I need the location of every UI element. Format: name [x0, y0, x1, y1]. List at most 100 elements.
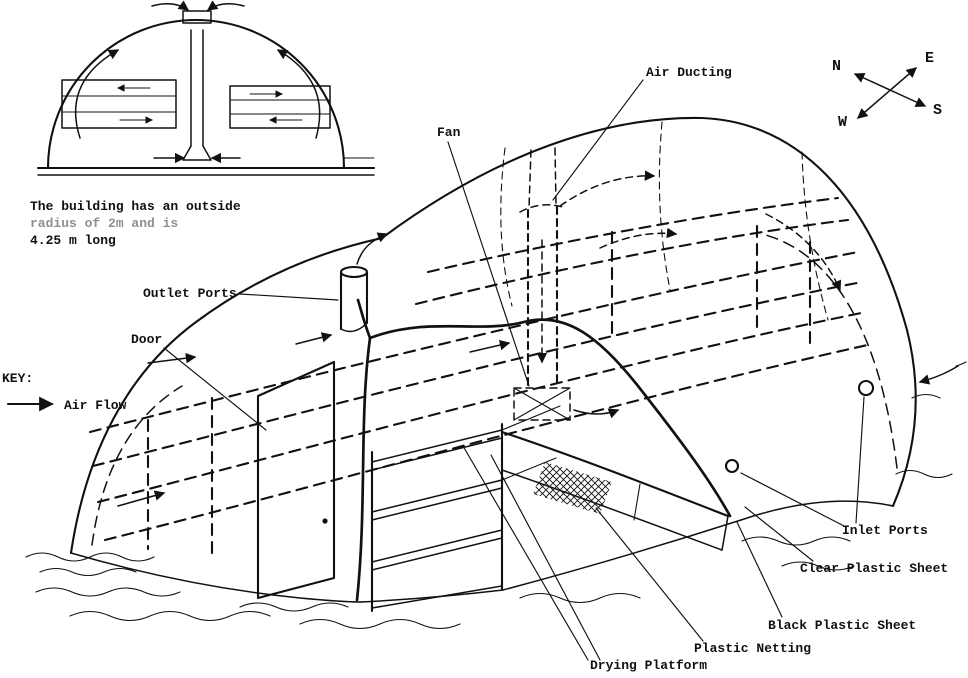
airflow-arrow — [295, 332, 333, 345]
label-inlet-ports: Inlet Ports — [842, 523, 928, 538]
drying-platform-rack — [370, 405, 561, 613]
air-duct-upper-dashed — [528, 147, 557, 209]
plastic-netting-patch — [533, 462, 612, 514]
ground-texture — [25, 393, 953, 630]
airflow-curved-arrow — [599, 227, 678, 249]
roof-rib-dashed — [500, 147, 513, 307]
leader-fan — [447, 141, 530, 387]
building-isometric-view — [69, 116, 967, 613]
airflow-key: KEY: Air Flow — [2, 371, 127, 413]
platform-dashed-line — [103, 342, 874, 542]
label-leaders — [163, 79, 865, 661]
label-plastic-netting: Plastic Netting — [694, 641, 811, 656]
caption-line-1: The building has an outside — [30, 199, 241, 214]
upper-platform-dashed-line — [426, 196, 840, 274]
leader-outlet-ports — [239, 293, 339, 301]
airflow-fan-exit-arrow — [573, 408, 620, 419]
inset-central-duct — [190, 29, 204, 147]
clear-plastic-sheet-edge-up — [356, 298, 372, 340]
slope-top-edge — [500, 430, 730, 518]
clear-plastic-sheet-edge-left — [355, 336, 372, 602]
compass-n: N — [832, 58, 841, 75]
ground-squiggle — [895, 469, 953, 479]
slope-bottom-edge — [501, 469, 723, 551]
ground-squiggle — [69, 610, 271, 622]
label-door: Door — [131, 332, 162, 347]
key-label: KEY: — [2, 371, 33, 386]
rack-base — [371, 585, 503, 609]
ground-squiggle — [519, 592, 641, 604]
airflow-arrow — [147, 352, 197, 364]
air-duct-dashed-walls — [526, 205, 559, 388]
roof-rib-dashed — [658, 121, 671, 291]
leader-air-ducting — [552, 79, 644, 201]
compass-w: W — [838, 114, 847, 131]
inlet-port-right — [857, 379, 875, 397]
rack-shelf-top — [371, 429, 503, 471]
upper-platform-dashed-line — [414, 218, 850, 306]
label-outlet-ports: Outlet Ports — [143, 286, 237, 301]
leader-inlet-port-right — [855, 396, 865, 524]
leader-drying-platform-1 — [462, 445, 589, 661]
label-drying-platform: Drying Platform — [590, 658, 707, 673]
compass-e: E — [925, 50, 934, 67]
callout-labels: Air Ducting Fan Outlet Ports Door Inlet … — [131, 65, 948, 673]
rack-depth-lines — [501, 405, 561, 481]
label-fan: Fan — [437, 125, 461, 140]
compass-ew-axis — [857, 67, 917, 119]
building-front-base-left — [70, 552, 362, 603]
cross-section-inset — [36, 0, 376, 176]
clear-plastic-sheet-edge-top — [368, 318, 732, 518]
inset-duct-funnel — [182, 145, 212, 161]
roof-rib-dashed — [801, 151, 829, 321]
ground-squiggle — [911, 393, 941, 399]
rack-shelf-middle — [371, 479, 503, 521]
leader-plastic-netting — [595, 507, 704, 642]
outlet-port-base — [340, 322, 368, 333]
leader-black-plastic — [736, 521, 783, 618]
building-near-arch — [69, 236, 384, 555]
airflow-inlet-arrow — [918, 365, 959, 385]
inset-right-platform-trays — [229, 99, 331, 115]
air-duct-cap — [519, 204, 567, 213]
platform-dashed-line — [88, 250, 860, 434]
compass-s: S — [933, 102, 942, 119]
door-panel — [256, 360, 336, 600]
near-interior-dashed-arch — [91, 385, 183, 546]
compass-rose: N E S W — [832, 50, 942, 131]
air-duct-assembly — [513, 147, 620, 421]
airflow-apex-arrow — [151, 0, 190, 11]
building-front-base-mid — [360, 589, 504, 603]
airflow-curved-arrow — [765, 213, 842, 292]
ground-squiggle — [25, 552, 155, 562]
inset-dome-arch — [46, 18, 346, 170]
ground-squiggle — [35, 587, 181, 597]
label-black-plastic-sheet: Black Plastic Sheet — [768, 618, 916, 633]
inset-roof-fan — [182, 10, 212, 24]
label-air-ducting: Air Ducting — [646, 65, 732, 80]
airflow-apex-arrow — [206, 0, 245, 11]
outlet-port-top — [339, 265, 369, 279]
caption-line-3: 4.25 m long — [30, 233, 116, 248]
fan-blades-cross — [513, 387, 571, 421]
building-front-base-right — [502, 519, 742, 591]
ground-squiggle — [239, 602, 349, 612]
ground-squiggle — [741, 536, 851, 546]
ground-squiggle — [39, 567, 137, 577]
far-end-dashed-arch — [761, 233, 898, 469]
leader-inlet-port-left — [740, 472, 847, 528]
inset-right-platform — [229, 85, 331, 129]
leader-door — [163, 347, 267, 431]
slope-right-edge — [721, 515, 729, 551]
airflow-circulation-arrow — [276, 49, 321, 139]
leader-drying-platform-2 — [490, 454, 601, 661]
outlet-port-assembly — [339, 232, 389, 333]
airflow-exhaust-arrow — [356, 232, 389, 265]
outlet-port-body — [339, 270, 369, 331]
caption-line-2: radius of 2m and is — [30, 216, 178, 231]
rack-shelf-bottom — [371, 529, 503, 571]
sloped-netting-platform — [500, 430, 730, 551]
airflow-curved-arrow — [559, 170, 656, 207]
